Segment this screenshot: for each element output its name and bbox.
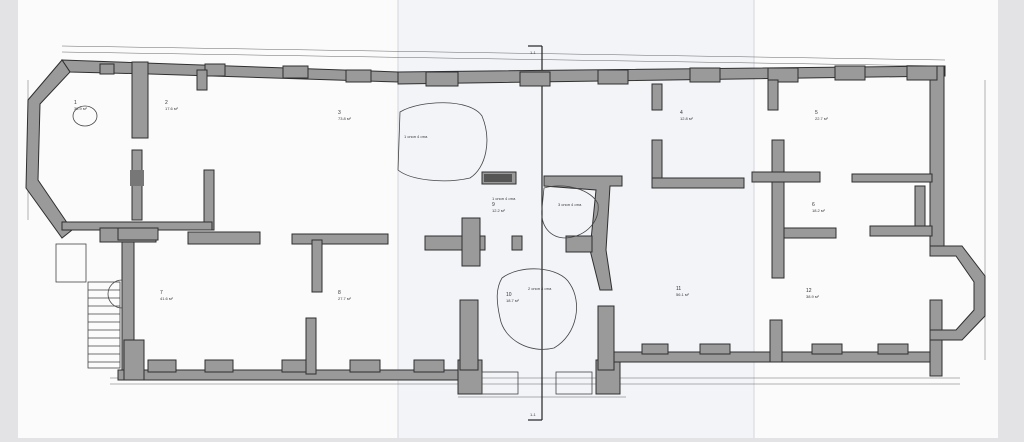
room-3-number: 3 xyxy=(338,110,341,116)
room-4-area: 12.8 м² xyxy=(680,116,694,121)
room-4-number: 4 xyxy=(680,110,683,116)
room-9-number: 9 xyxy=(492,202,495,208)
room-6-area: 18.2 м² xyxy=(812,208,826,213)
section-axis xyxy=(528,45,543,421)
room-2-area: 17.6 м² xyxy=(165,106,179,111)
room-6-number: 6 xyxy=(812,202,815,208)
room-1-area: 35.9 м² xyxy=(74,106,88,111)
fixtures xyxy=(72,105,593,395)
room-7-number: 7 xyxy=(160,290,163,296)
room-labels: 1 35.9 м² 2 17.6 м² 3 73.8 м² 4 12.8 м² … xyxy=(74,100,829,303)
room-7-area: 41.6 м² xyxy=(160,296,174,301)
note-3: 2 сноп 4 отм. xyxy=(528,286,552,291)
room-10-number: 10 xyxy=(506,292,512,298)
room-1-number: 1 xyxy=(74,100,77,106)
annotation-clouds xyxy=(397,102,599,350)
room-5-area: 22.7 м² xyxy=(815,116,829,121)
annotation-notes: 1 сноп 4 отм. 3 сноп 4 отм. 2 сноп 4 отм… xyxy=(404,134,582,291)
room-11-number: 11 xyxy=(676,286,681,292)
note-2: 3 сноп 4 отм. xyxy=(558,202,582,207)
note-1: 1 сноп 4 отм. xyxy=(404,134,428,139)
room-10-area: 18.7 м² xyxy=(506,298,520,303)
note-4: 1 сноп 4 отм. xyxy=(492,196,516,201)
room-9-area: 12.2 м² xyxy=(492,208,506,213)
room-8-number: 8 xyxy=(338,290,341,296)
window-piers-top xyxy=(99,63,938,87)
section-label-bottom: 1-1 xyxy=(530,412,537,417)
room-12-number: 12 xyxy=(806,288,812,294)
room-8-area: 27.7 м² xyxy=(338,296,352,301)
room-2-number: 2 xyxy=(165,100,168,106)
window-piers-bottom xyxy=(147,343,909,373)
section-label-top: 1-1 xyxy=(530,50,537,55)
room-5-number: 5 xyxy=(815,110,818,116)
room-3-area: 73.8 м² xyxy=(338,116,352,121)
stair xyxy=(55,243,123,369)
room-12-area: 38.9 м² xyxy=(806,294,820,299)
room-11-area: 56.1 м² xyxy=(676,292,690,297)
